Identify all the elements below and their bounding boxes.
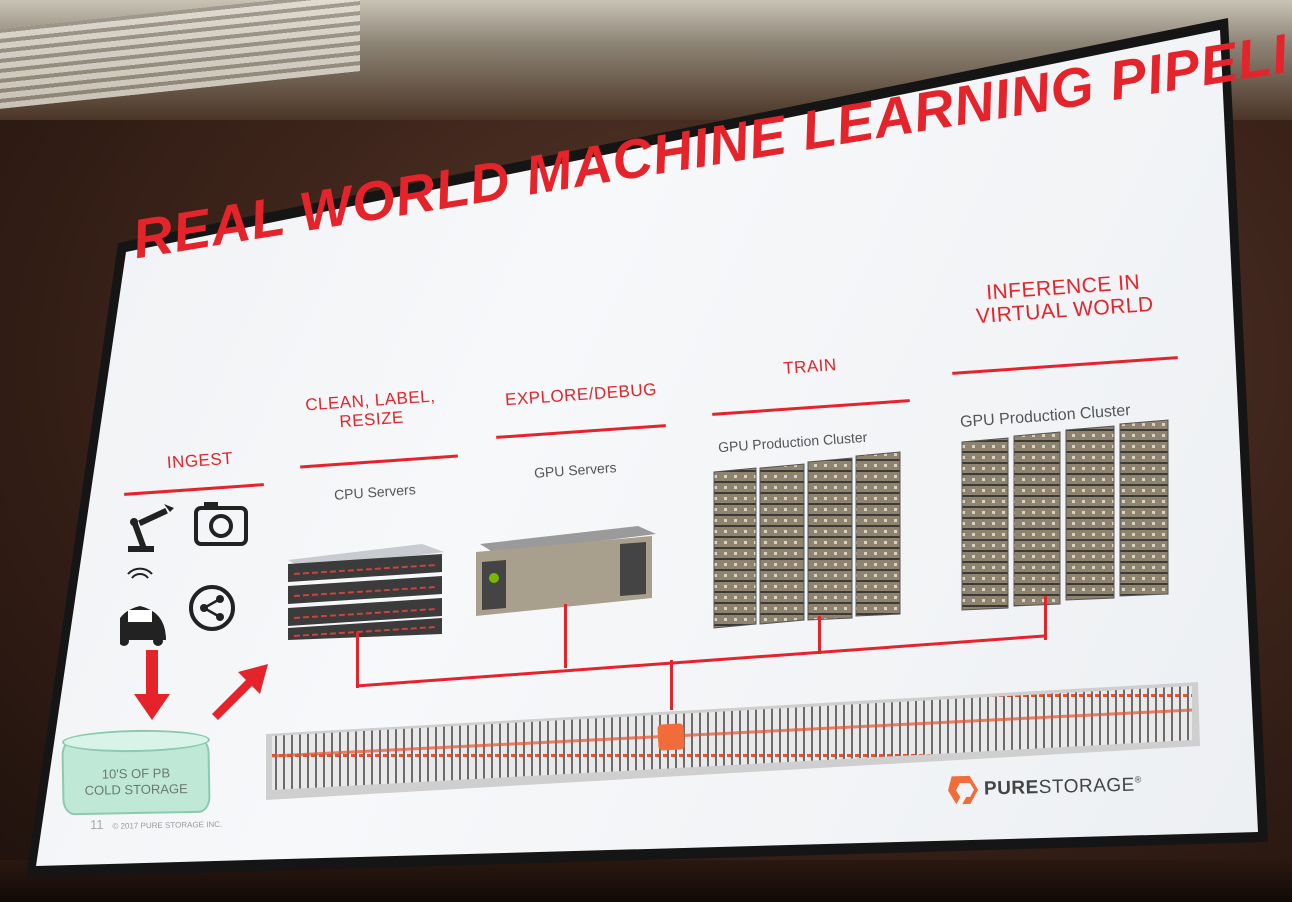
cold-storage-line2: COLD STORAGE bbox=[84, 781, 188, 799]
camera-icon bbox=[194, 502, 248, 546]
connected-car-icon bbox=[120, 567, 166, 646]
share-icon bbox=[189, 585, 235, 631]
connection-bus bbox=[355, 634, 1045, 688]
page-number: 11 bbox=[89, 816, 104, 833]
brand-light: STORAGE bbox=[1038, 774, 1136, 799]
brand-bold: PURE bbox=[983, 777, 1040, 800]
arrow-up-right-icon bbox=[212, 664, 268, 720]
inference-gpu-cluster bbox=[961, 419, 1169, 611]
brand-logo: PURESTORAGE® bbox=[944, 767, 1143, 808]
brand-name: PURESTORAGE® bbox=[984, 774, 1143, 800]
pure-storage-logo-icon bbox=[948, 775, 979, 805]
copyright: © 2017 PURE STORAGE INC. bbox=[112, 819, 223, 831]
gpu-server-unit bbox=[476, 526, 656, 616]
connector-clean bbox=[356, 632, 359, 688]
cpu-server-stack bbox=[288, 544, 444, 640]
train-gpu-cluster bbox=[713, 451, 901, 629]
connector-explore bbox=[564, 604, 567, 668]
robot-arm-icon bbox=[128, 504, 174, 552]
storage-array-icon bbox=[266, 682, 1200, 800]
connector-inference bbox=[1044, 596, 1047, 640]
brand-reg: ® bbox=[1134, 774, 1142, 785]
arrow-down-icon bbox=[134, 650, 170, 720]
ingest-icons bbox=[120, 502, 248, 646]
footer: 11 © 2017 PURE STORAGE INC. bbox=[90, 815, 222, 832]
connector-train bbox=[818, 616, 821, 654]
connector-storage bbox=[670, 660, 673, 710]
